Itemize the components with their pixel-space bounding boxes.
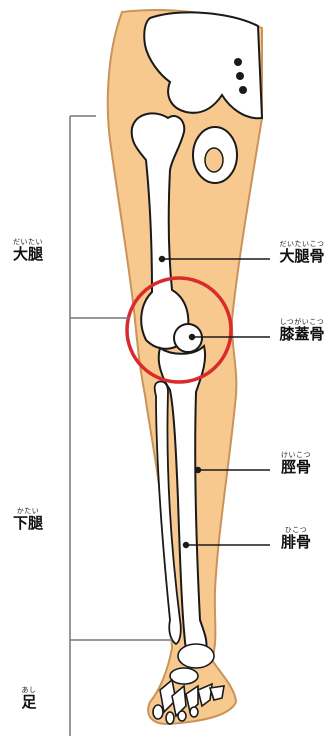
- bone-label-fibula: ひこつ 腓骨: [271, 526, 321, 551]
- sacral-hole: [239, 86, 247, 94]
- patella: [174, 324, 202, 352]
- patella-kanji: 膝蓋骨: [271, 326, 333, 343]
- region-label-thigh: だいたい 大腿: [6, 238, 50, 263]
- bone-label-femur: だいたいこつ 大腿骨: [271, 240, 333, 265]
- sacral-hole: [236, 72, 244, 80]
- femur-kanji: 大腿骨: [271, 248, 333, 265]
- fibula-kanji: 腓骨: [271, 534, 321, 551]
- bone-label-patella: しつがいこつ 膝蓋骨: [271, 318, 333, 343]
- region-label-lower-leg: かたい 下腿: [6, 507, 50, 532]
- bone-label-tibia: けいこつ 脛骨: [271, 451, 321, 476]
- region-label-foot: あし 足: [14, 686, 44, 711]
- tibia-kanji: 脛骨: [271, 459, 321, 476]
- region-lower-leg-kanji: 下腿: [6, 515, 50, 532]
- region-thigh-kanji: 大腿: [6, 246, 50, 263]
- region-foot-kanji: 足: [14, 694, 44, 711]
- sacral-hole: [234, 58, 242, 66]
- obturator-foramen: [205, 148, 223, 172]
